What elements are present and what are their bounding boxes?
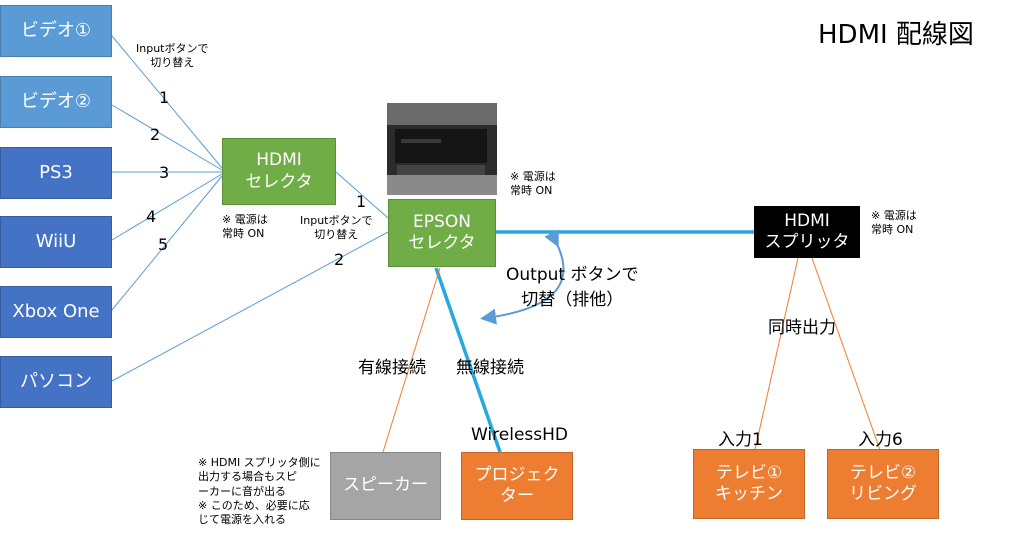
- wireless-connection-label: 無線接続: [456, 358, 524, 378]
- source-wiiu: WiiU: [0, 216, 112, 268]
- link-video2: [111, 104, 223, 171]
- link-video1: [111, 35, 223, 169]
- wired-connection-label: 有線接続: [358, 358, 426, 378]
- projector: プロジェク ター: [461, 452, 573, 520]
- speaker-note: ※ HDMI スプリッタ側に 出力する場合もスピ ーカーに音が出る ※ このため…: [198, 456, 321, 527]
- hdmi-selector-switch-note: Inputボタンで 切り替え: [136, 42, 209, 70]
- epson-selector-photo: [387, 103, 497, 195]
- epson-selector: EPSON セレクタ: [388, 199, 496, 267]
- input-number-hdmi-selector: 1: [356, 192, 367, 211]
- input-number-wiiu: 4: [146, 207, 157, 226]
- link-hdmi-to-epson: [335, 171, 389, 219]
- link-pc: [111, 231, 389, 382]
- source-video2: ビデオ②: [0, 76, 112, 128]
- input-number-ps3: 3: [159, 163, 170, 182]
- input-number-xbox: 5: [158, 235, 169, 254]
- hdmi-selector: HDMI セレクタ: [222, 138, 336, 205]
- tv2-input-label: 入力6: [858, 430, 903, 450]
- diagram-title: HDMI 配線図: [818, 20, 974, 50]
- input-number-video2: 2: [150, 125, 161, 144]
- link-epson-projector: [434, 267, 502, 453]
- link-epson-speaker: [382, 267, 441, 453]
- hdmi-splitter: HDMI スプリッタ: [754, 206, 860, 258]
- tv-living: テレビ② リビング: [827, 449, 939, 519]
- source-xbox-one: Xbox One: [0, 286, 112, 338]
- input-number-pc: 2: [334, 250, 345, 269]
- link-xbox: [111, 175, 223, 311]
- hdmi-splitter-power-note: ※ 電源は 常時 ON: [871, 209, 917, 237]
- speaker: スピーカー: [330, 452, 441, 520]
- source-ps3: PS3: [0, 147, 112, 199]
- source-links: [111, 35, 389, 382]
- link-splitter-tv1: [754, 257, 799, 451]
- projector-wirelesshd-label: WirelessHD: [471, 425, 569, 445]
- simultaneous-output-label: 同時出力: [768, 318, 836, 338]
- output-toggle-arrow: [480, 229, 565, 325]
- tv-kitchen: テレビ① キッチン: [693, 449, 805, 519]
- hdmi-selector-power-note: ※ 電源は 常時 ON: [222, 213, 268, 241]
- link-splitter-tv2: [811, 257, 881, 451]
- input-number-video1: 1: [159, 88, 170, 107]
- epson-selector-power-note: ※ 電源は 常時 ON: [510, 170, 556, 198]
- source-pc: パソコン: [0, 356, 112, 408]
- link-wiiu: [111, 173, 223, 241]
- tv1-input-label: 入力1: [718, 430, 763, 450]
- source-video1: ビデオ①: [0, 5, 112, 57]
- epson-output-note: Output ボタンで 切替（排他）: [506, 265, 639, 310]
- epson-selector-switch-note: Inputボタンで 切り替え: [300, 214, 373, 242]
